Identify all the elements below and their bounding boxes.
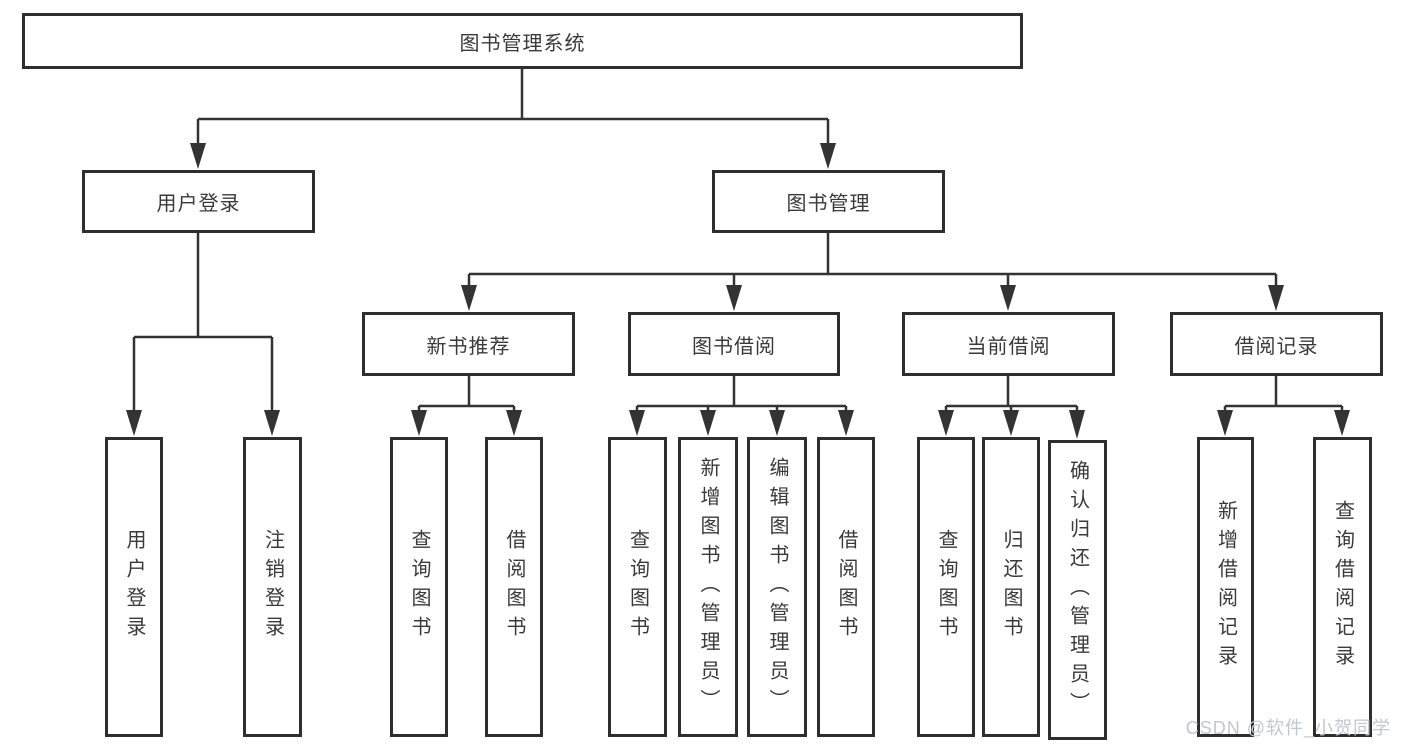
arrowheads (126, 143, 1350, 439)
leaf-confirm-return-admin-label: 确认归还（管理员） (1066, 459, 1089, 721)
leaf-query-books-borrow-label: 查询图书 (626, 529, 649, 645)
leaf-query-books-current: 查询图书 (917, 437, 975, 737)
node-borrowing-records: 借阅记录 (1170, 312, 1383, 376)
leaf-borrow-books-recommend-label: 借阅图书 (503, 529, 525, 645)
leaf-query-books-recommend-label: 查询图书 (408, 529, 430, 645)
node-user-login: 用户登录 (82, 170, 315, 233)
node-book-management-label: 图书管理 (786, 193, 871, 215)
leaf-user-login: 用户登录 (105, 437, 163, 737)
node-book-borrowing-label: 图书借阅 (692, 335, 776, 358)
node-library-system-label: 图书管理系统 (459, 32, 586, 55)
leaf-borrow-books-label: 借阅图书 (835, 529, 857, 645)
node-new-book-recommend-label: 新书推荐 (426, 335, 511, 358)
node-library-system: 图书管理系统 (22, 13, 1023, 69)
leaf-borrow-books-recommend: 借阅图书 (485, 437, 543, 737)
leaf-confirm-return-admin: 确认归还（管理员） (1048, 440, 1107, 740)
node-book-management: 图书管理 (712, 170, 945, 233)
leaf-add-books-admin: 新增图书（管理员） (678, 437, 738, 737)
leaf-add-borrow-record-label: 新增借阅记录 (1214, 500, 1237, 674)
node-borrowing-records-label: 借阅记录 (1234, 335, 1319, 358)
leaf-return-books-label: 归还图书 (1000, 529, 1022, 645)
node-current-borrowing-label: 当前借阅 (966, 335, 1051, 358)
node-book-borrowing: 图书借阅 (628, 312, 840, 376)
leaf-edit-books-admin-label: 编辑图书（管理员） (766, 456, 788, 718)
leaf-query-borrow-record: 查询借阅记录 (1313, 437, 1372, 737)
leaf-edit-books-admin: 编辑图书（管理员） (747, 437, 807, 737)
leaf-query-books-borrow: 查询图书 (608, 437, 667, 737)
node-user-login-label: 用户登录 (156, 193, 241, 215)
csdn-watermark: CSDN @软件_小贺同学 (1185, 718, 1391, 738)
leaf-query-books-current-label: 查询图书 (935, 529, 957, 645)
leaf-logout-label: 注销登录 (261, 529, 284, 645)
leaf-user-login-label: 用户登录 (123, 529, 145, 645)
node-new-book-recommend: 新书推荐 (362, 312, 575, 376)
leaf-return-books: 归还图书 (982, 437, 1040, 737)
leaf-borrow-books: 借阅图书 (817, 437, 875, 737)
leaf-add-borrow-record: 新增借阅记录 (1197, 437, 1254, 737)
leaf-query-books-recommend: 查询图书 (390, 437, 448, 737)
node-current-borrowing: 当前借阅 (902, 312, 1115, 376)
leaf-add-books-admin-label: 新增图书（管理员） (697, 456, 719, 718)
leaf-logout: 注销登录 (243, 437, 302, 737)
leaf-query-borrow-record-label: 查询借阅记录 (1331, 500, 1354, 674)
